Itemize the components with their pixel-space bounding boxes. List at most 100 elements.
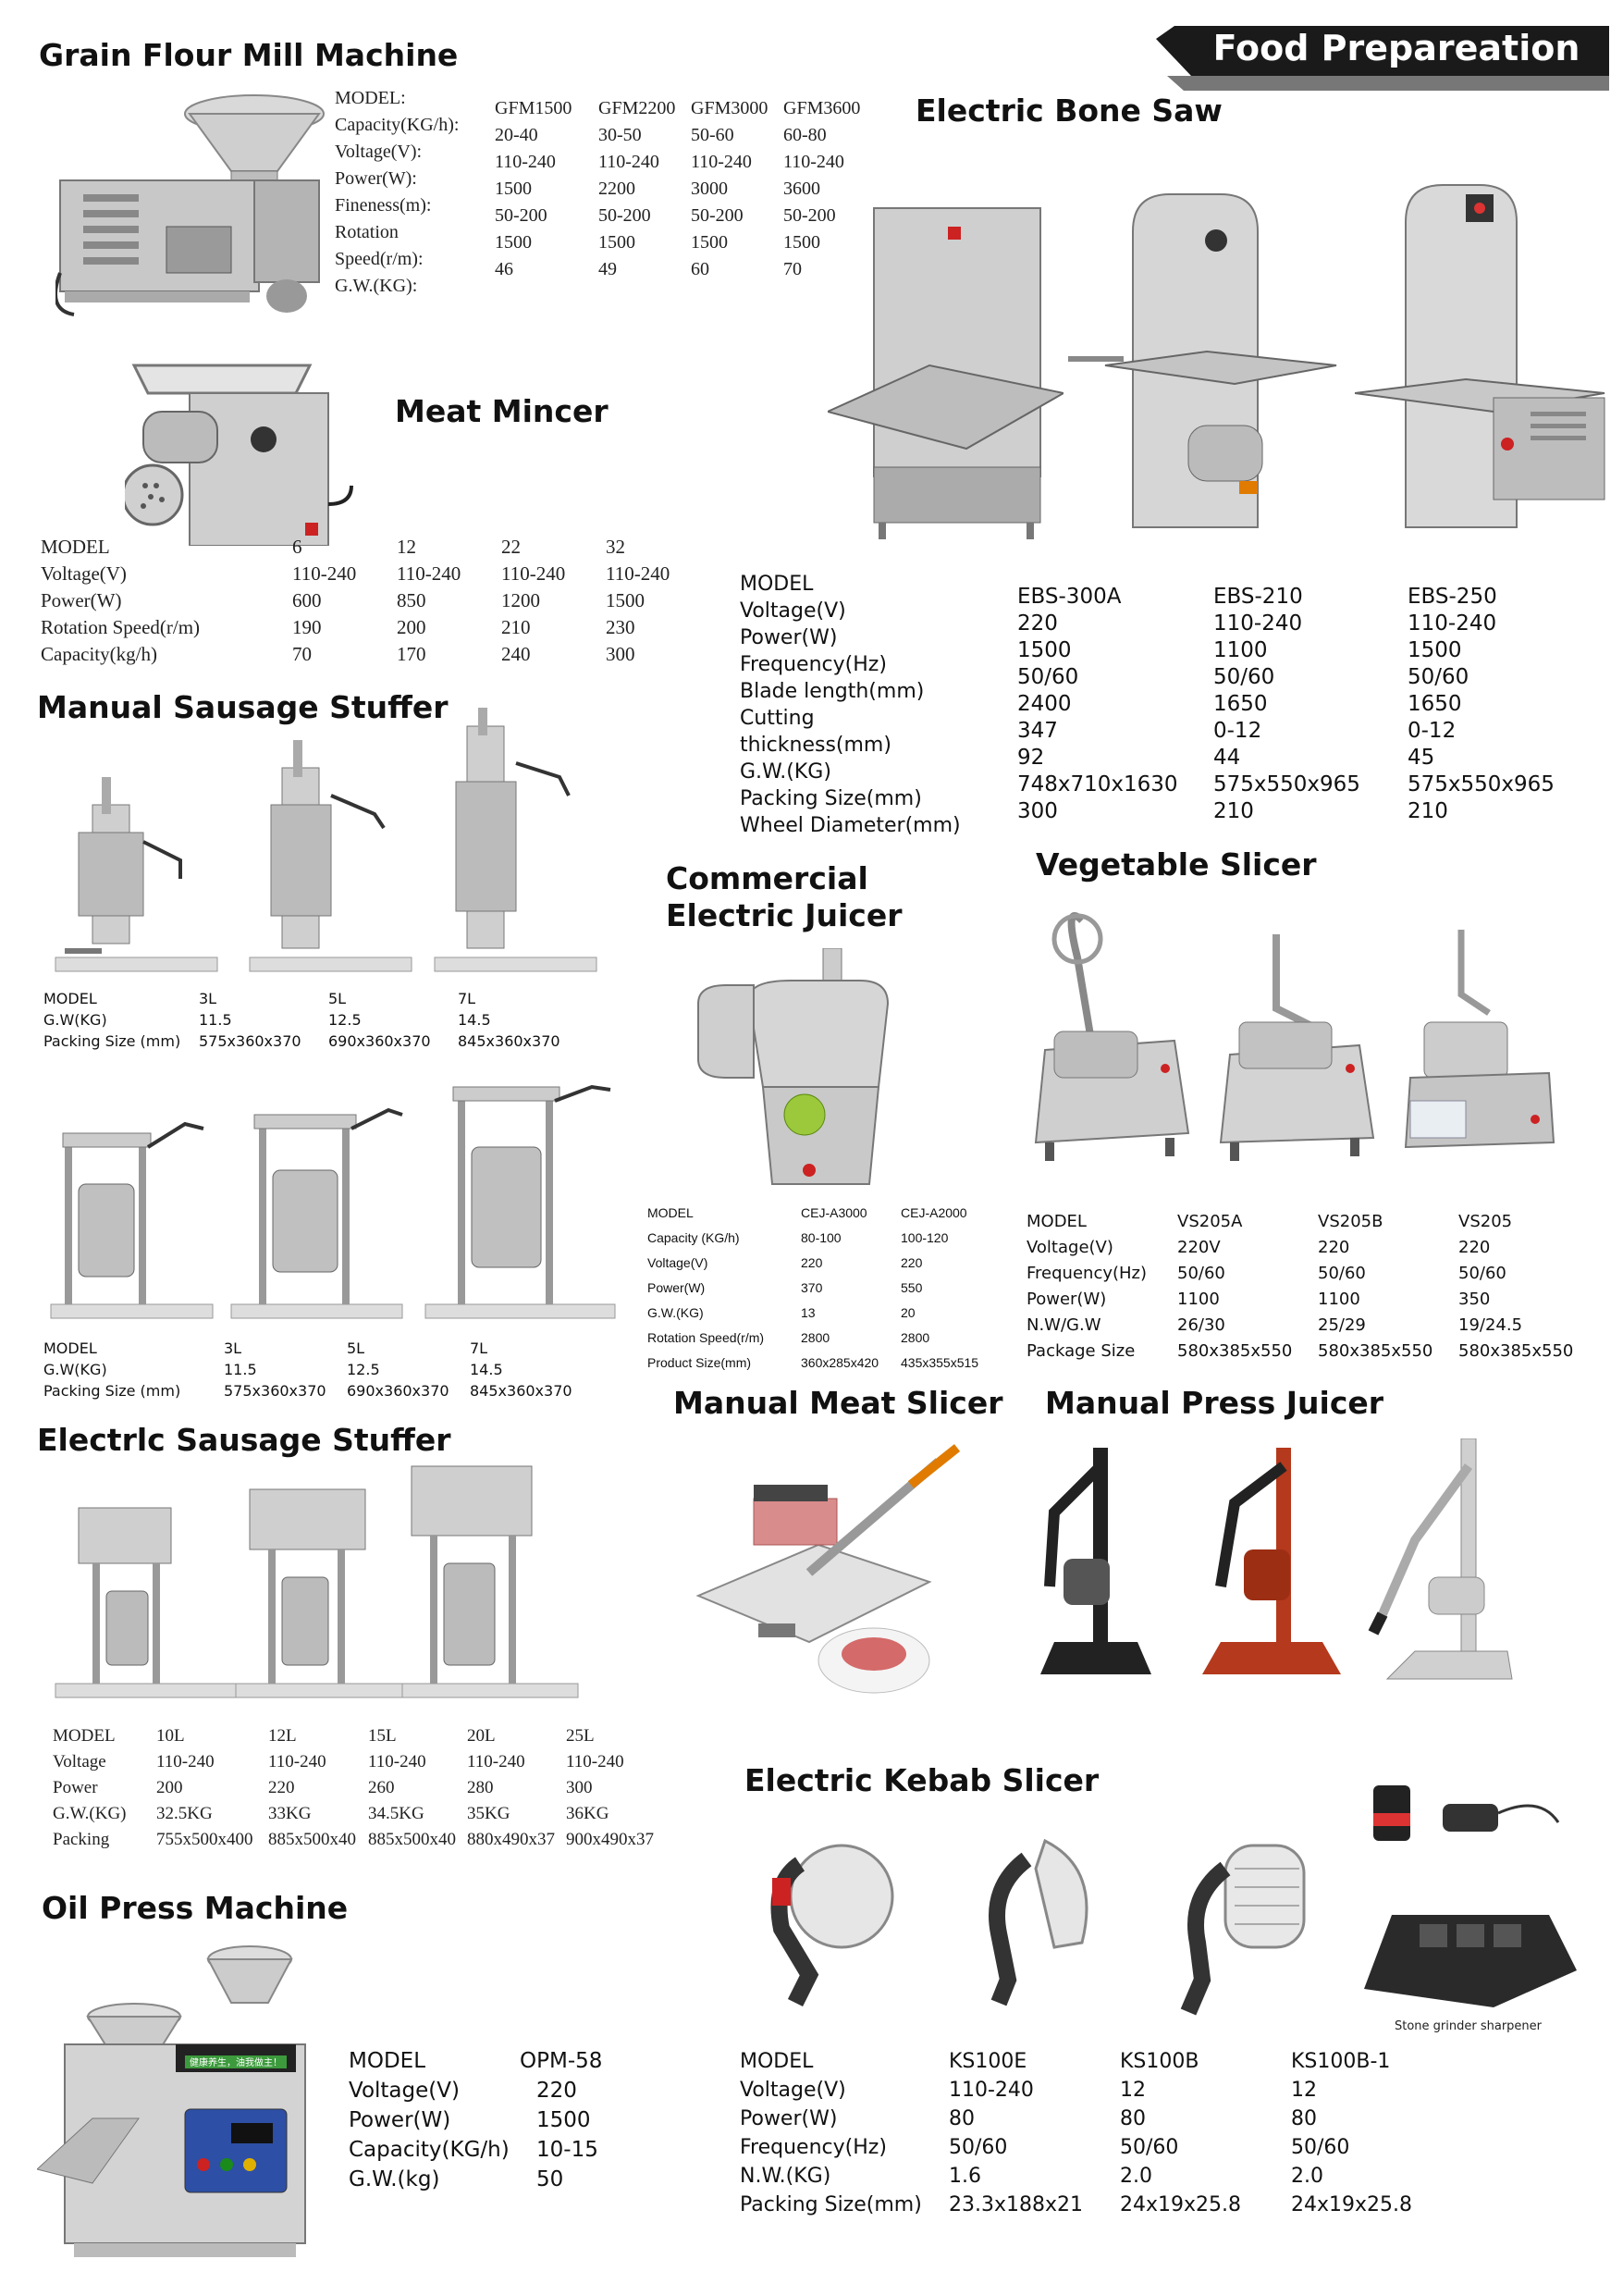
spec-value: 435x355x515: [901, 1355, 979, 1370]
juicer-title-line-2: Electric Juicer: [666, 897, 903, 933]
spec-label: Voltage(V): [647, 1255, 708, 1270]
spec-label: G.W.(KG): [740, 760, 831, 784]
spec-value: 2800: [801, 1330, 830, 1345]
spec-value: 50-200: [495, 205, 547, 226]
spec-value: 50/60: [1408, 665, 1469, 689]
oil-press-title: Oil Press Machine: [42, 1890, 349, 1926]
spec-value: 370: [801, 1280, 823, 1295]
spec-label: MODEL: [647, 1205, 694, 1220]
spec-value: 575x550x965: [1408, 772, 1555, 796]
spec-label: MODEL: [53, 1726, 116, 1746]
spec-label: Voltage(V): [740, 599, 846, 623]
spec-label: Voltage(V):: [335, 142, 423, 162]
spec-value: 50/60: [1291, 2136, 1350, 2159]
sausage-stuffer-7l-horizontal-image: [424, 1084, 616, 1319]
spec-value: 20-40: [495, 125, 538, 145]
spec-value: 44: [1213, 746, 1241, 770]
spec-value: 347: [1017, 719, 1058, 743]
spec-value: 7L: [470, 1339, 488, 1357]
spec-value: 32.5KG: [156, 1804, 213, 1823]
spec-value: 880x490x37: [467, 1830, 555, 1849]
spec-label: Rotation Speed(r/m): [41, 616, 201, 638]
kebab-slicer-title: Electric Kebab Slicer: [744, 1762, 1100, 1798]
spec-value: 36KG: [566, 1804, 609, 1823]
spec-value: 1500: [783, 232, 820, 253]
spec-value: 60-80: [783, 125, 827, 145]
sausage-stuffer-3l-image: [55, 777, 218, 972]
spec-value: 110-240: [783, 152, 844, 172]
spec-value: 240: [501, 643, 531, 665]
spec-value: 14.5: [458, 1011, 491, 1029]
vegetable-slicer-title: Vegetable Slicer: [1036, 846, 1317, 883]
spec-value: 580x385x550: [1458, 1341, 1574, 1361]
spec-value: 200: [397, 616, 426, 638]
spec-value: 1650: [1408, 692, 1462, 716]
spec-value: 25L: [566, 1726, 595, 1746]
spec-value: 600: [292, 589, 322, 611]
spec-value: 1500: [1017, 638, 1072, 662]
spec-value: GFM1500: [495, 98, 572, 118]
spec-value: 11.5: [224, 1361, 257, 1378]
spec-value: 1500: [691, 232, 728, 253]
sausage-stuffer-5l-image: [249, 740, 412, 972]
spec-label: Rotation Speed(r/m): [647, 1330, 765, 1345]
bone-saw-ebs250-image: [1355, 184, 1605, 528]
spec-value: 1200: [501, 589, 540, 611]
spec-value: 230: [606, 616, 635, 638]
spec-value: 50/60: [1318, 1264, 1366, 1283]
spec-value: GFM3000: [691, 98, 768, 118]
spec-value: 50: [536, 2167, 564, 2191]
spec-label: Voltage: [53, 1752, 106, 1771]
spec-value: 50/60: [1017, 665, 1079, 689]
spec-value: KS100B: [1120, 2050, 1199, 2073]
spec-value: 34.5KG: [368, 1804, 424, 1823]
sausage-stuffer-7l-image: [434, 708, 597, 972]
bone-saw-col-2: EBS-210 110-240 1100 50/60 1650 0-12 44 …: [1213, 584, 1360, 825]
spec-value: 575x550x965: [1213, 772, 1360, 796]
spec-value: 280: [467, 1778, 494, 1797]
spec-value: 32: [606, 536, 625, 558]
spec-label: Capacity(kg/h): [41, 643, 157, 665]
spec-value: 1100: [1177, 1290, 1220, 1309]
section-banner: [1156, 26, 1609, 91]
spec-label: Power(W): [1027, 1290, 1107, 1309]
spec-row: Capacity(KG/h)10-15: [349, 2135, 602, 2165]
stone-grinder-sharpener-image: [1364, 1785, 1577, 2007]
spec-value: 30-50: [598, 125, 642, 145]
spec-label: Packing Size(mm): [740, 2193, 922, 2216]
spec-label: Capacity(KG/h):: [335, 115, 460, 135]
sausage-stuffer-3l-horizontal-image: [50, 1121, 214, 1319]
spec-value: 110-240: [268, 1752, 326, 1771]
spec-value: 15L: [368, 1726, 397, 1746]
spec-value: 50-200: [598, 205, 651, 226]
electric-sausage-title: Electrlc Sausage Stuffer: [37, 1422, 451, 1458]
spec-value: 1500: [1408, 638, 1462, 662]
meat-mincer-title: Meat Mincer: [395, 393, 609, 429]
vegetable-slicer-vs205a-image: [1034, 912, 1190, 1161]
spec-label: N.W.(KG): [740, 2165, 831, 2188]
spec-label: Packing Size (mm): [43, 1032, 181, 1050]
spec-label: Power(W): [349, 2108, 451, 2132]
spec-value: 110-240: [156, 1752, 215, 1771]
spec-value: 80: [949, 2107, 975, 2130]
spec-value: 11.5: [199, 1011, 232, 1029]
spec-value: 19/24.5: [1458, 1315, 1523, 1335]
